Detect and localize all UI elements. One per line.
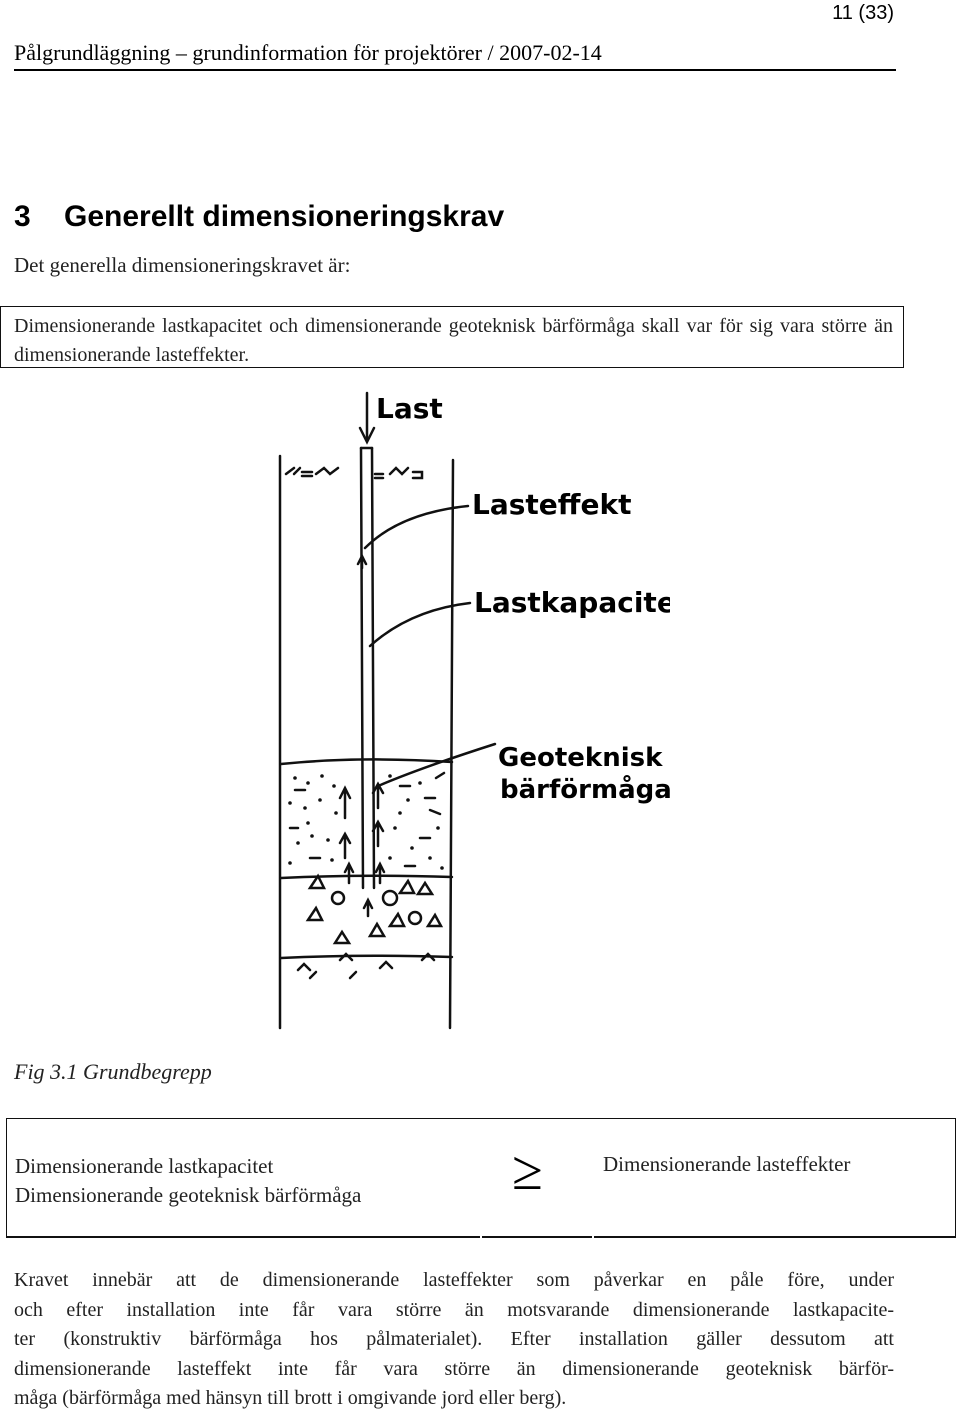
label-lastkapacitet: Lastkapacitet <box>474 586 670 619</box>
greater-equal-symbol: ≥ <box>512 1139 543 1203</box>
pile-diagram: Last Lasteffekt Lastkapacitet Geoteknisk… <box>250 388 670 1038</box>
label-last: Last <box>376 392 443 425</box>
intro-text: Det generella dimensioneringskravet är: <box>14 253 350 278</box>
formula-right: Dimensionerande lasteffekter <box>603 1152 850 1177</box>
formula-box-bottom-left <box>6 1236 480 1238</box>
figure-caption: Fig 3.1 Grundbegrepp <box>14 1059 212 1085</box>
formula-left: Dimensionerande lastkapacitet Dimensione… <box>15 1152 361 1210</box>
formula-box-bottom-mid <box>482 1236 592 1238</box>
label-geoteknisk-1: Geoteknisk <box>498 743 663 773</box>
formula-box-bottom-right <box>594 1236 956 1238</box>
body-paragraph: Kravet innebär att de dimensionerande la… <box>14 1266 894 1414</box>
body-line: måga (bärförmåga med hänsyn till brott i… <box>14 1384 894 1414</box>
body-line: dimensionerande lasteffekt inte får vara… <box>14 1355 894 1385</box>
section-number: 3 <box>14 200 64 234</box>
page-number: 11 (33) <box>832 2 894 25</box>
body-line: och efter installation inte får vara stö… <box>14 1296 894 1326</box>
body-line: ter (konstruktiv bärförmåga hos pålmater… <box>14 1325 894 1355</box>
pile-figure: Last Lasteffekt Lastkapacitet Geoteknisk… <box>250 388 670 1038</box>
section-title: Generellt dimensioneringskrav <box>64 200 504 233</box>
body-line: Kravet innebär att de dimensionerande la… <box>14 1266 894 1296</box>
formula-left-line-1: Dimensionerande lastkapacitet <box>15 1152 361 1181</box>
formula-box: Dimensionerande lastkapacitet Dimensione… <box>6 1118 956 1238</box>
label-geoteknisk-2: bärförmåga <box>500 773 670 805</box>
label-lasteffekt: Lasteffekt <box>472 488 631 521</box>
requirement-box: Dimensionerande lastkapacitet och dimens… <box>0 306 904 368</box>
formula-left-line-2: Dimensionerande geoteknisk bärförmåga <box>15 1181 361 1210</box>
running-header: Pålgrundläggning – grundinformation för … <box>14 40 896 71</box>
